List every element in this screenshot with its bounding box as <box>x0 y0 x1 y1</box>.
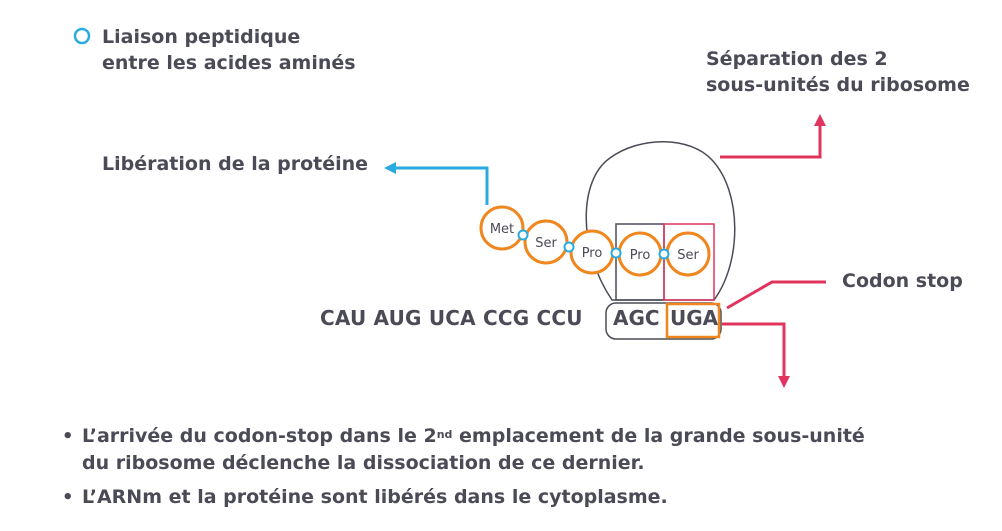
explanation-item-1: L’arrivée du codon-stop dans le 2nd empl… <box>60 423 865 477</box>
peptide-bond-icon <box>517 229 529 241</box>
stop-codon-box <box>665 302 721 339</box>
amino-acid-label: Pro <box>582 246 603 261</box>
peptide-bond-legend: Liaison peptidique entre les acides amin… <box>102 24 356 76</box>
legend-line-1: Liaison peptidique <box>102 26 301 48</box>
codon-p-site: AGC <box>613 306 660 330</box>
amino-acid-label: Met <box>490 222 514 237</box>
mrna-sequence: CAU AUG UCA CCG CCU <box>320 306 583 330</box>
amino-acid-met <box>479 205 525 251</box>
separation-arrow-icon <box>720 114 826 159</box>
ribosome-small-subunit <box>605 302 722 340</box>
separation-label-line-1: Séparation des 2 <box>706 48 888 70</box>
amino-acid-label: Ser <box>535 236 557 251</box>
explanation-item-1-line-1: L’arrivée du codon-stop dans le 2nd empl… <box>82 425 865 447</box>
amino-acid-chain <box>479 205 711 277</box>
liberation-label: Libération de la protéine <box>102 153 369 175</box>
explanation-item-1-line-2: du ribosome déclenche la dissociation de… <box>82 452 645 474</box>
codon-stop: UGA <box>670 306 719 330</box>
amino-acid-label: Pro <box>630 248 651 263</box>
ribosome-large-subunit <box>585 141 736 301</box>
explanation-list: L’arrivée du codon-stop dans le 2nd empl… <box>60 423 865 518</box>
peptide-bond-legend-icon <box>73 27 91 45</box>
codon-stop-label: Codon stop <box>842 270 963 292</box>
legend-line-2: entre les acides aminés <box>102 52 356 74</box>
separation-label-line-2: sous-unités du ribosome <box>706 74 970 96</box>
separation-label: Séparation des 2 sous-unités du ribosome <box>706 46 970 98</box>
peptide-bond-icon <box>658 248 670 260</box>
liberation-arrow-icon <box>384 162 489 205</box>
explanation-item-2: L’ARNm et la protéine sont libérés dans … <box>60 484 865 511</box>
ribosome-a-site <box>663 223 715 301</box>
amino-acid-label: Ser <box>677 248 699 263</box>
peptide-bond-icon <box>563 241 575 253</box>
peptide-bond-icon <box>610 247 622 259</box>
peptide-bonds <box>517 229 670 260</box>
small-subunit-arrow-icon <box>722 322 790 388</box>
codon-stop-pointer-line <box>726 280 826 310</box>
